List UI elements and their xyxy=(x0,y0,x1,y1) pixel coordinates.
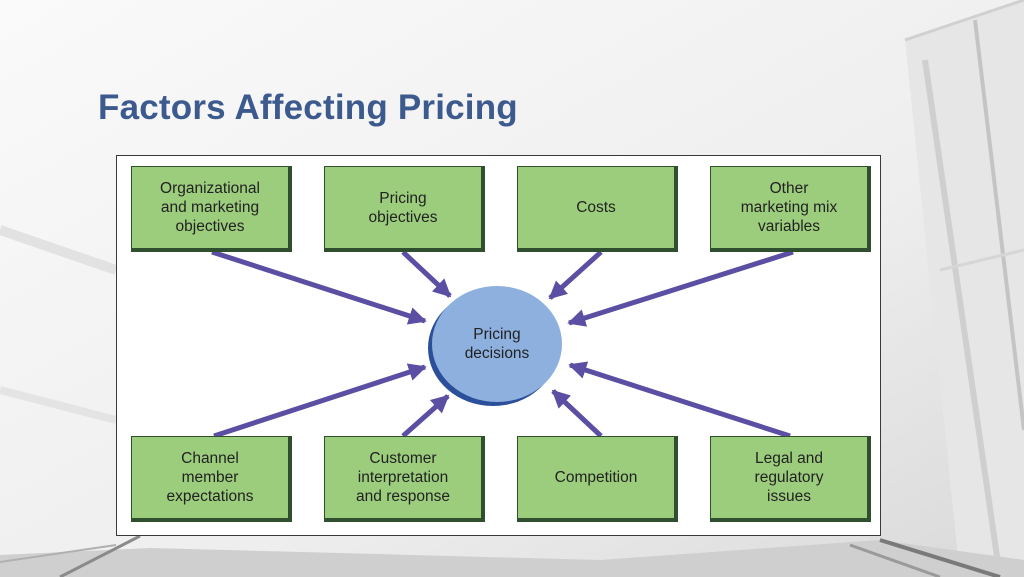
arrows-layer xyxy=(211,249,794,439)
pricing-decisions-circle: Pricing decisions xyxy=(432,286,562,402)
diagram-panel: Pricing decisions Organizational and mar… xyxy=(116,155,881,536)
factor-competition-box: Competition xyxy=(517,436,678,522)
arrow-customer xyxy=(401,394,450,438)
factor-label: Competition xyxy=(554,469,638,486)
factor-label: Pricing objectives xyxy=(368,189,438,226)
factor-pricing-objectives-box: Pricing objectives xyxy=(324,166,485,252)
arrow-other-mix xyxy=(567,249,794,327)
factor-label: Customer interpretation and response xyxy=(356,450,450,505)
arrow-channel xyxy=(213,363,427,439)
factor-label: Channel member expectations xyxy=(166,450,254,505)
arrow-legal xyxy=(568,361,791,439)
factor-costs-box: Costs xyxy=(517,166,678,252)
factor-legal-box: Legal and regulatory issues xyxy=(710,436,871,522)
factor-label: Organizational and marketing objectives xyxy=(160,180,260,235)
slide-title: Factors Affecting Pricing xyxy=(98,88,518,127)
center-label: Pricing decisions xyxy=(464,326,530,362)
arrow-costs xyxy=(548,250,603,300)
factor-organizational-box: Organizational and marketing objectives xyxy=(131,166,292,252)
factor-label: Costs xyxy=(576,199,616,216)
factor-label: Legal and regulatory issues xyxy=(754,450,824,505)
arrow-organizational xyxy=(211,249,427,325)
factor-other-mix-box: Other marketing mix variables xyxy=(710,166,871,252)
arrow-competition xyxy=(551,389,603,438)
factor-label: Other marketing mix variables xyxy=(740,180,838,235)
factor-channel-box: Channel member expectations xyxy=(131,436,292,522)
arrow-pricing-objectives xyxy=(401,250,452,298)
factor-customer-box: Customer interpretation and response xyxy=(324,436,485,522)
